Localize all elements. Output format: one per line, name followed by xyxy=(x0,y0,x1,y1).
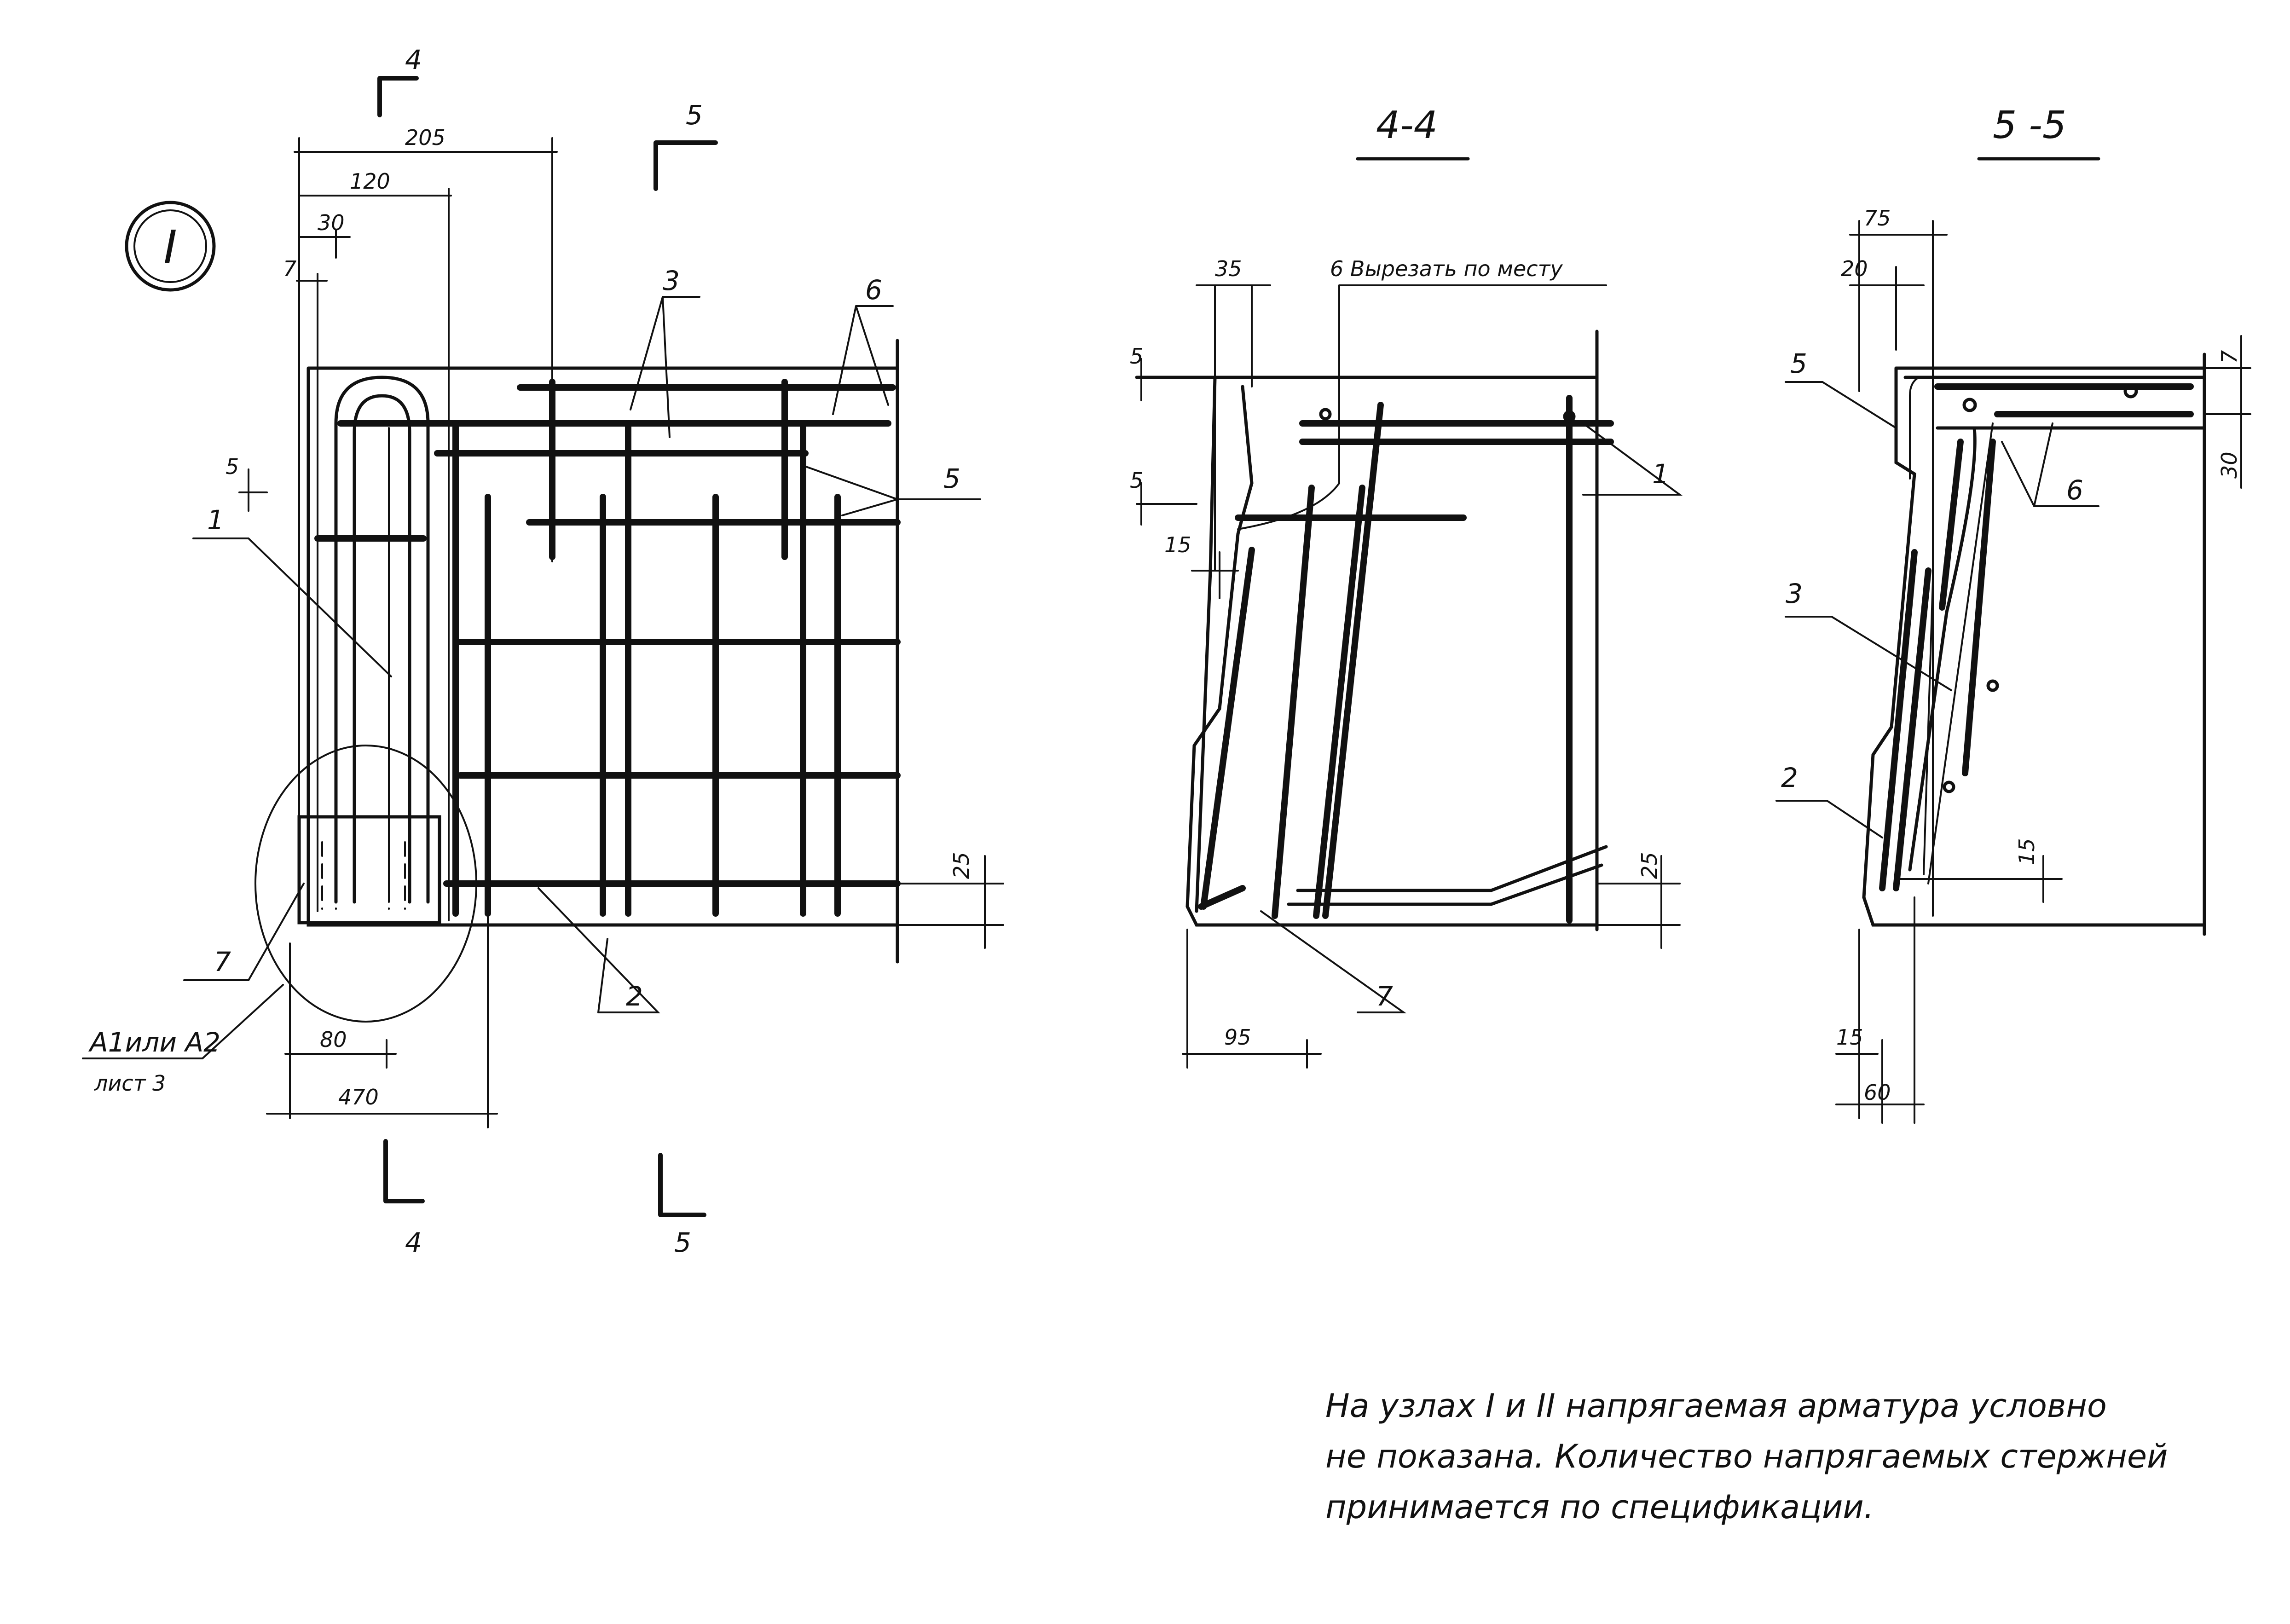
pos-6-section: 6 xyxy=(2066,474,2083,506)
pos-2: 2 xyxy=(626,981,643,1012)
pos-5: 5 xyxy=(943,463,960,494)
note-line-1: На узлах I и II напрягаемая арматура усл… xyxy=(1325,1387,2107,1425)
section-mark-5-bottom: 5 xyxy=(674,1227,691,1258)
dim-60: 60 xyxy=(1864,1080,1891,1105)
detail-main-view: 205 120 30 7 5 25 80 470 1 2 3 5 6 7 A1и… xyxy=(82,125,1004,1128)
pos-3-section: 3 xyxy=(1786,578,1803,609)
pos-7: 7 xyxy=(214,946,231,977)
cut-note: 6 Вырезать по месту xyxy=(1330,256,1563,281)
dim-205: 205 xyxy=(405,125,445,150)
pos-2-section: 2 xyxy=(1781,762,1798,793)
dim-470: 470 xyxy=(338,1085,379,1110)
dim-25: 25 xyxy=(949,852,974,879)
dim-15b: 15 xyxy=(1836,1025,1863,1050)
dim-30: 30 xyxy=(318,210,345,235)
note-line-2: не показана. Количество напрягаемых стер… xyxy=(1325,1438,2168,1475)
dim-7-section: 7 xyxy=(2217,350,2242,364)
dim-25-section: 25 xyxy=(1637,852,1662,879)
dim-75: 75 xyxy=(1864,206,1891,231)
dim-15: 15 xyxy=(1164,532,1191,557)
callout-sheet: лист 3 xyxy=(94,1071,166,1096)
dim-5: 5 xyxy=(226,454,239,479)
dim-35: 35 xyxy=(1215,256,1242,281)
section-mark-4-top: 4 xyxy=(405,44,422,75)
dim-5a: 5 xyxy=(1130,344,1143,369)
node-marker: I xyxy=(125,201,216,292)
node-label: I xyxy=(163,220,177,274)
section-cut-marks: 4 5 4 5 xyxy=(377,44,718,1258)
callout-ref: A1или A2 xyxy=(88,1027,220,1058)
section-mark-4-bottom: 4 xyxy=(405,1227,422,1258)
general-note: На узлах I и II напрягаемая арматура усл… xyxy=(1325,1381,2200,1532)
dim-15a: 15 xyxy=(2014,838,2039,865)
dim-120: 120 xyxy=(350,169,390,194)
dim-30-section: 30 xyxy=(2217,451,2242,479)
pos-3: 3 xyxy=(663,265,680,296)
section-mark-5-top: 5 xyxy=(686,99,703,131)
dim-80: 80 xyxy=(320,1027,347,1052)
section-4-4-title: 4-4 xyxy=(1376,104,1438,147)
section-5-5-title: 5 -5 xyxy=(1993,104,2066,147)
dim-95: 95 xyxy=(1224,1025,1251,1050)
section-4-4: 4-4 35 5 5 15 25 95 6 Вырезать п xyxy=(1130,104,1683,1069)
pos-5-section: 5 xyxy=(1790,348,1807,379)
pos-7-section: 7 xyxy=(1376,981,1393,1012)
pos-1-section: 1 xyxy=(1652,458,1669,490)
pos-6: 6 xyxy=(865,274,882,306)
dim-20: 20 xyxy=(1841,256,1868,281)
dim-7: 7 xyxy=(283,256,296,281)
pos-1: 1 xyxy=(207,504,224,536)
section-5-5: 5 -5 75 20 7 30 15 15 60 5 xyxy=(1775,104,2251,1124)
dim-5b: 5 xyxy=(1130,468,1143,493)
note-line-3: принимается по спецификации. xyxy=(1325,1488,1874,1526)
